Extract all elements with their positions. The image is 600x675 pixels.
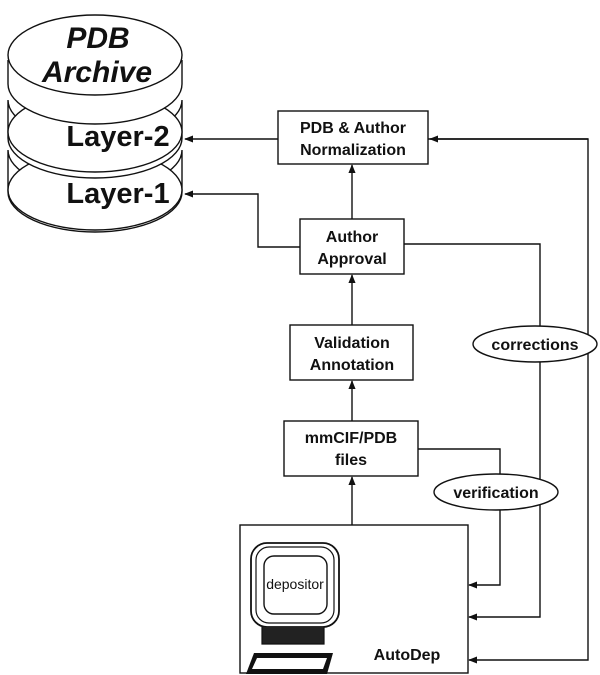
verification-label: verification	[453, 485, 538, 502]
author-approval-box: Author Approval	[299, 218, 405, 275]
normalization-line1: PDB & Author	[300, 120, 406, 137]
files-line1: mmCIF/PDB	[305, 430, 397, 447]
loop-verification	[418, 448, 501, 589]
files-line2: files	[335, 452, 367, 469]
validation-annotation-box: Validation Annotation	[289, 324, 414, 381]
corrections-label: corrections	[491, 337, 578, 354]
mmcif-files-box: mmCIF/PDB files	[283, 420, 419, 477]
archive-title-line2: Archive	[41, 56, 152, 89]
autodep-box: depositor AutoDep	[239, 524, 469, 674]
loop-corrections	[404, 243, 541, 621]
validation-line2: Annotation	[310, 357, 394, 374]
verification-tag: verification	[433, 473, 559, 511]
archive-title-line1: PDB	[66, 22, 129, 55]
layer2-label: Layer-2	[66, 121, 169, 153]
layer1-label: Layer-1	[66, 178, 169, 210]
autodep-label: AutoDep	[374, 647, 441, 664]
approval-line2: Approval	[317, 251, 386, 268]
feedback-lines	[404, 135, 589, 664]
depositor-label: depositor	[266, 576, 324, 592]
pdb-archive-cylinder	[7, 14, 183, 233]
arrow-approval-to-layer1	[184, 190, 300, 248]
archive-top-disk	[7, 14, 183, 96]
corrections-tag: corrections	[472, 325, 598, 363]
normalization-box: PDB & Author Normalization	[277, 110, 429, 165]
computer-monitor-icon	[250, 542, 340, 645]
flow-arrows	[184, 135, 356, 525]
approval-line1: Author	[326, 229, 378, 246]
validation-line1: Validation	[314, 335, 390, 352]
normalization-line2: Normalization	[300, 142, 406, 159]
